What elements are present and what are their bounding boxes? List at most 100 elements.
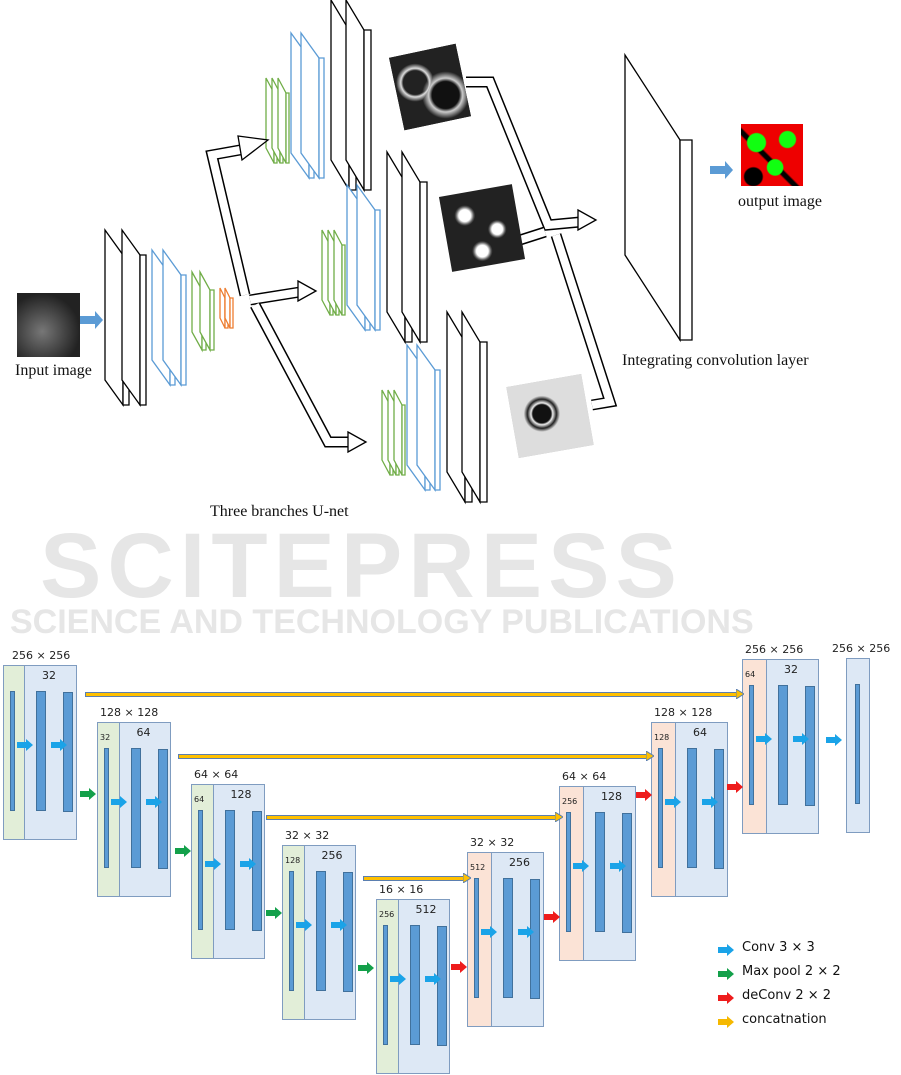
integrating-conv-layer — [679, 139, 693, 341]
output-channels-label: 128 — [230, 788, 252, 801]
block-input-section — [468, 853, 492, 1026]
concatenation-arrow — [178, 754, 647, 759]
input-channels-label: 64 — [745, 670, 756, 679]
legend-arrow-icon — [718, 944, 734, 956]
feature-map-bar — [595, 812, 605, 932]
legend-label: Max pool 2 × 2 — [742, 964, 841, 979]
resolution-label: 256 × 256 — [745, 643, 804, 656]
conv-layer — [180, 274, 187, 386]
maxpool-arrow-icon — [266, 907, 282, 919]
feature-map-bar — [778, 685, 788, 805]
concatenation-arrow — [363, 876, 464, 881]
branch-layer — [277, 77, 287, 164]
feature-map-bar — [530, 879, 540, 999]
branch-layer — [285, 92, 290, 164]
conv-arrow-icon — [425, 973, 441, 985]
conv-arrow-icon — [481, 926, 497, 938]
conv-arrow-icon — [665, 796, 681, 808]
feature-map-bar — [805, 686, 815, 806]
resolution-label: 64 × 64 — [194, 768, 239, 781]
conv-arrow-icon — [390, 973, 406, 985]
block-input-section — [98, 723, 120, 896]
resolution-label: 32 × 32 — [470, 836, 515, 849]
output-channels-label: 32 — [42, 669, 56, 682]
branch-image-nuclei — [438, 184, 526, 272]
deconv-arrow-icon — [451, 961, 467, 973]
output-channels-label: 512 — [415, 903, 437, 916]
block-input-section — [192, 785, 214, 958]
branch-layer — [374, 209, 381, 331]
concatenation-arrow — [85, 692, 737, 697]
output-channels-label: 128 — [601, 790, 622, 803]
output-channels-label: 64 — [693, 726, 707, 739]
conv-arrow-icon — [702, 796, 718, 808]
three-branch-diagram — [80, 0, 733, 505]
feature-map-bar — [316, 871, 326, 991]
input-channels-label: 64 — [194, 795, 205, 804]
feature-map-bar — [225, 810, 235, 930]
conv-arrow-icon — [51, 739, 67, 751]
output-channels-label: 256 — [321, 849, 343, 862]
branch-layer — [419, 181, 428, 343]
feature-map-bar — [289, 871, 294, 991]
conv-layer — [121, 227, 141, 408]
output-channels-label: 32 — [784, 663, 798, 676]
hollow-arrow-merge-3 — [552, 233, 616, 409]
maxpool-arrow-icon — [80, 788, 96, 800]
branch-layer — [341, 244, 346, 316]
input-channels-label: 256 — [562, 797, 578, 806]
branch-layer — [363, 29, 372, 191]
feature-map-bar — [566, 812, 571, 932]
block-input-section — [377, 900, 399, 1073]
conv-arrow-icon — [146, 796, 162, 808]
conv-layer — [104, 227, 124, 408]
legend-arrow-icon — [718, 1016, 734, 1028]
branch-layer — [333, 229, 343, 316]
branch-layer — [318, 57, 325, 179]
hollow-arrow-branch-3 — [251, 303, 350, 446]
feature-map-bar — [343, 872, 353, 992]
input-channels-label: 32 — [100, 733, 111, 742]
deconv-arrow-icon — [727, 781, 743, 793]
branch-layer — [356, 182, 376, 333]
input-channels-label: 512 — [470, 863, 486, 872]
hollow-arrow-branch-1 — [207, 146, 249, 296]
block-input-section — [560, 787, 584, 960]
conv-arrow-icon — [17, 739, 33, 751]
feature-map-bar — [131, 748, 141, 868]
conv-layer — [229, 297, 234, 329]
branch-layer — [479, 341, 488, 503]
hollow-arrow-merge-2 — [518, 228, 547, 244]
block-input-section — [652, 723, 676, 896]
conv-arrow-icon — [610, 860, 626, 872]
conv-arrow-icon — [756, 733, 772, 745]
branch-layer — [416, 342, 436, 493]
feature-map-bar — [622, 813, 632, 933]
legend-label: concatnation — [742, 1012, 827, 1027]
conv-layer — [162, 247, 182, 388]
branch-layer — [461, 309, 481, 505]
output-channels-label: 64 — [136, 726, 151, 739]
resolution-label: 128 × 128 — [654, 706, 713, 719]
feature-map-bar — [474, 878, 479, 998]
branch-layer — [345, 0, 365, 193]
concatenation-arrow-head — [646, 751, 654, 761]
resolution-label: 32 × 32 — [285, 829, 330, 842]
branches-label: Three branches U-net — [210, 503, 349, 520]
feature-map-bar — [383, 925, 388, 1045]
watermark-sub: SCIENCE AND TECHNOLOGY PUBLICATIONS — [10, 603, 754, 641]
feature-map-bar — [198, 810, 203, 930]
legend-label: Conv 3 × 3 — [742, 940, 815, 955]
feature-map-bar — [252, 811, 262, 931]
feature-map-bar — [36, 691, 46, 811]
legend-label: deConv 2 × 2 — [742, 988, 832, 1003]
feature-map-bar — [714, 749, 724, 869]
conv-arrow-icon — [573, 860, 589, 872]
hollow-arrow-merge-1 — [466, 78, 581, 230]
branch-layer — [401, 404, 406, 476]
resolution-label: 128 × 128 — [100, 706, 159, 719]
resolution-label: 16 × 16 — [379, 883, 424, 896]
branch-image-cells — [506, 373, 594, 459]
resolution-label: 256 × 256 — [12, 649, 71, 662]
conv-arrow-icon — [111, 796, 127, 808]
